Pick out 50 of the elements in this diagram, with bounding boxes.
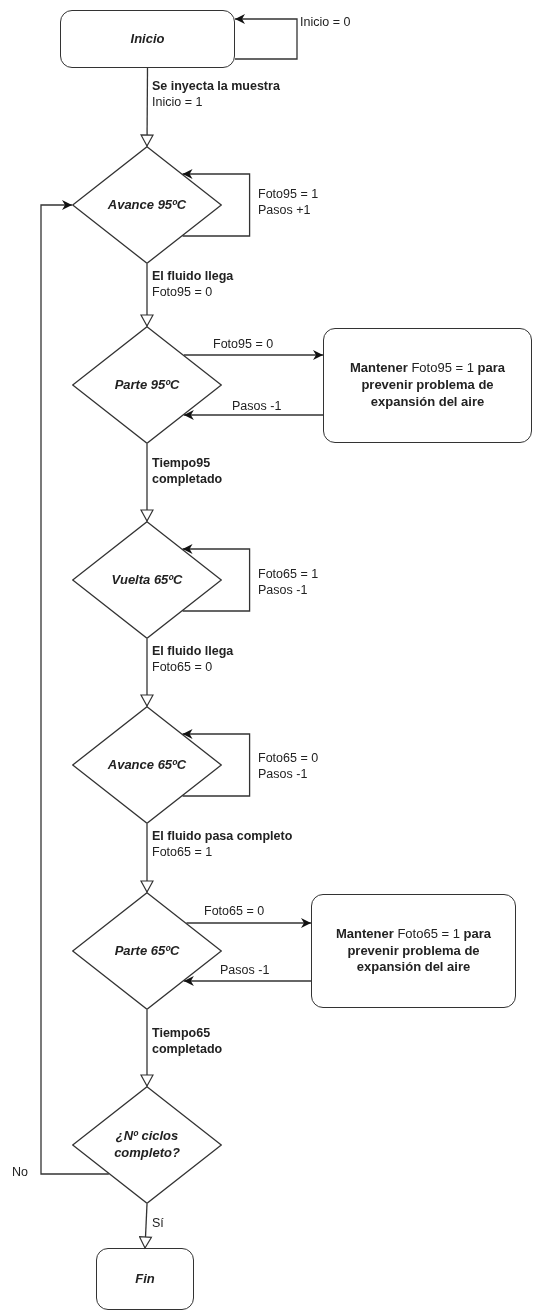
arrow [140,1009,154,1087]
node-text: Avance 65ºC [107,756,187,774]
edge-label: El fluido pasa completo Foto65 = 1 [152,828,294,861]
arrow [183,350,324,360]
arrow [181,544,251,612]
arrow [140,263,154,327]
arrow [140,443,154,522]
node-text: Avance 95ºC [107,196,187,214]
edge-label: Foto95 = 0 [213,336,275,353]
node-text: Mantener Foto95 = 1 para prevenir problema de expansión del aire [349,360,506,411]
node-text: Vuelta 65ºC [111,571,183,589]
edge-label: Foto65 = 1 Pasos -1 [258,566,320,599]
node-text: Parte 65ºC [114,942,180,960]
node-text: Mantener Foto65 = 1 para prevenir problema de expansión del aire [335,925,492,977]
arrow [185,918,312,928]
edge-label: Inicio = 0 [300,14,352,31]
terminal-box [60,10,235,68]
node-text: Fin [135,1270,155,1288]
arrow [181,729,251,797]
arrow [138,1203,153,1249]
decision-diamond [72,521,222,639]
edge-label: Pasos -1 [220,962,271,979]
arrow [40,200,110,1175]
decision-diamond [72,146,222,264]
arrow [183,976,312,986]
arrow [181,169,251,237]
edge-label: Se inyecta la muestra Inicio = 1 [152,78,281,111]
arrow [234,14,298,60]
arrow [183,410,324,420]
edge-label: Sí [152,1215,165,1232]
decision-diamond [72,706,222,824]
terminal-box [96,1248,194,1310]
edge-label: Pasos -1 [232,398,283,415]
edge-label: Foto65 = 0 [204,903,266,920]
edge-label: Tiempo95 completado [152,455,224,488]
node-text: ¿Nº ciclos completo? [113,1128,181,1162]
edge-label: Tiempo65 completado [152,1025,224,1058]
node-text: Parte 95ºC [114,376,180,394]
process-box [311,894,516,1008]
arrow [140,823,154,893]
node-text: Inicio [130,30,165,48]
edge-label: El fluido llega Foto95 = 0 [152,268,235,301]
process-box [323,328,532,443]
edge-label: No [12,1164,29,1181]
edge-label: Foto95 = 1 Pasos +1 [258,186,320,219]
arrow [140,67,154,147]
arrow [140,638,154,707]
edge-label: El fluido llega Foto65 = 0 [152,643,235,676]
edge-label: Foto65 = 0 Pasos -1 [258,750,320,783]
decision-diamond [72,1086,222,1204]
